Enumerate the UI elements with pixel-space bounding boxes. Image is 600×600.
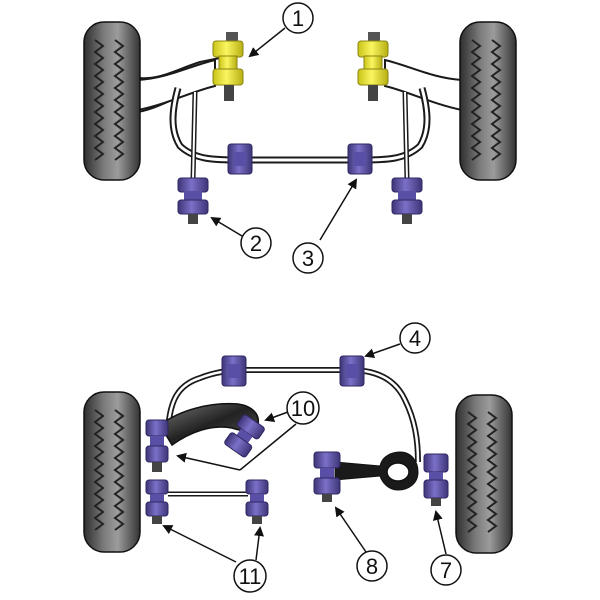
arb-bush-bottom-left: [221, 355, 247, 387]
hub-bush: [423, 453, 449, 506]
svg-text:3: 3: [302, 246, 314, 271]
arrow-10b: [239, 423, 297, 471]
arrow-2: [210, 216, 243, 237]
callout-7: 7: [430, 554, 462, 586]
yellow-bush-right: [357, 32, 389, 101]
top-frame-right-beam: [384, 58, 463, 112]
svg-text:4: 4: [409, 326, 421, 351]
svg-text:1: 1: [292, 6, 304, 31]
svg-text:2: 2: [250, 231, 262, 256]
callout-4: 4: [399, 322, 431, 354]
arb-bush-bottom-right: [339, 355, 365, 387]
tyre-bottom-left: [83, 391, 141, 553]
callout-1: 1: [282, 2, 314, 34]
top-frame-left-beam: [137, 58, 216, 112]
trailing-arm-bush-front: [145, 419, 169, 472]
link-bush-right: [391, 177, 423, 224]
arrow-10c: [176, 452, 241, 471]
arrow-10a: [264, 411, 289, 422]
tyre-top-right: [459, 21, 517, 181]
tyre-top-left: [83, 21, 141, 181]
link-arm-bush: [313, 451, 341, 502]
lateral-link-bush-left: [145, 479, 169, 524]
trailing-arm-bush-rear: [224, 414, 265, 458]
yellow-bush-left: [212, 32, 244, 101]
arb-bush-top-right: [347, 143, 373, 175]
arb-bush-top-left: [227, 143, 253, 175]
lateral-link-bush-right: [245, 479, 269, 524]
arrow-11b: [254, 526, 264, 561]
svg-text:8: 8: [366, 554, 378, 579]
svg-text:10: 10: [291, 396, 315, 421]
arrow-1: [248, 27, 286, 58]
callout-8: 8: [356, 550, 388, 582]
arrow-7: [432, 510, 447, 555]
arrow-8: [334, 506, 367, 553]
callout-10: 10: [286, 391, 320, 425]
link-bush-left: [177, 177, 209, 224]
arrow-4: [364, 343, 401, 359]
svg-text:7: 7: [440, 558, 452, 583]
svg-text:11: 11: [239, 564, 262, 589]
callout-11: 11: [233, 559, 267, 593]
top-anti-roll-bar: [169, 87, 431, 164]
callout-2: 2: [240, 227, 272, 259]
arrow-3: [319, 178, 358, 241]
callout-3: 3: [292, 242, 324, 274]
arrow-11a: [162, 525, 237, 563]
tyre-bottom-right: [455, 394, 513, 554]
